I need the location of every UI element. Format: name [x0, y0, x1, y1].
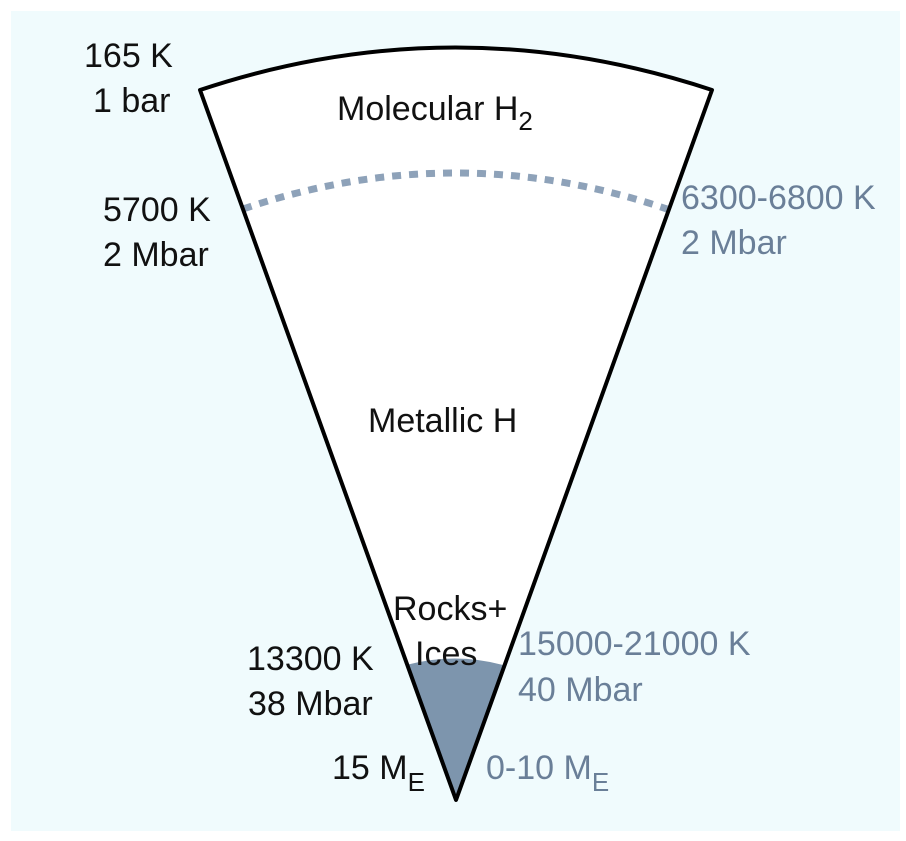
core-mass-subscript-right: E [592, 767, 609, 797]
core-mass-subscript-left: E [408, 767, 425, 797]
planet-sector [200, 47, 712, 800]
core-mass-value-left: 15 M [332, 749, 408, 787]
core-pressure-label-right: 40 Mbar [518, 671, 643, 709]
molecular-layer-label: Molecular H2 [337, 90, 533, 136]
core-layer-label-line2: Ices [415, 635, 477, 673]
core-mass-label-right: 0-10 ME [486, 749, 609, 797]
core-temp-label-right: 15000-21000 K [518, 625, 751, 663]
core-region [406, 658, 503, 800]
transition-temp-label-right: 6300-6800 K [681, 179, 876, 217]
core-pressure-label-left: 38 Mbar [248, 685, 373, 723]
transition-temp-label-left: 5700 K [103, 191, 211, 229]
planet-sector-outline [198, 45, 714, 802]
core-mass-label-left: 15 ME [332, 749, 425, 797]
surface-pressure-label: 1 bar [93, 82, 171, 120]
core-layer-label-line1: Rocks+ [393, 590, 507, 628]
phase-boundary-dashed [241, 169, 669, 213]
molecular-layer-name: Molecular H [337, 90, 518, 128]
transition-pressure-label-left: 2 Mbar [103, 236, 209, 274]
transition-pressure-label-right: 2 Mbar [681, 224, 787, 262]
metallic-layer-label: Metallic H [368, 402, 517, 440]
molecular-layer-subscript: 2 [518, 106, 532, 136]
core-temp-label-left: 13300 K [247, 640, 374, 678]
surface-temp-label: 165 K [84, 37, 173, 75]
core-mass-value-right: 0-10 M [486, 749, 592, 787]
